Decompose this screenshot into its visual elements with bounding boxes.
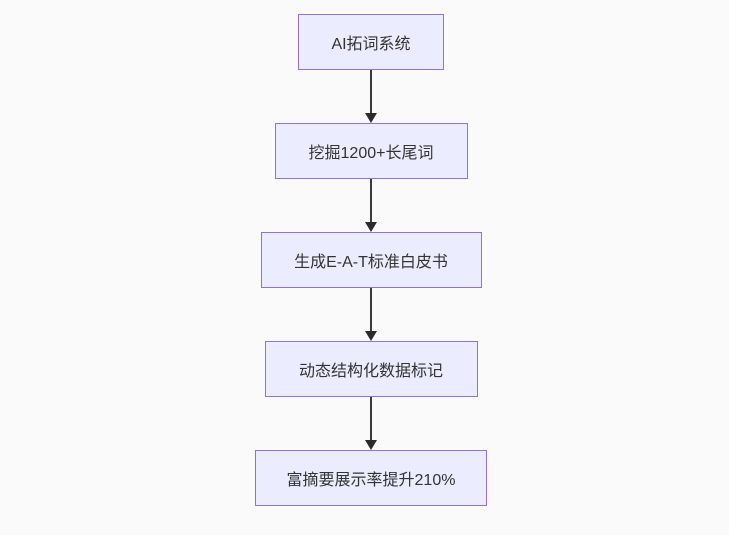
arrowhead-down-icon xyxy=(365,113,377,123)
flow-edge-3 xyxy=(365,288,377,341)
flow-edge-4 xyxy=(365,397,377,450)
flow-node-eat-whitepaper: 生成E-A-T标准白皮书 xyxy=(260,232,482,288)
flow-node-rich-snippet-result: 富摘要展示率提升210% xyxy=(255,450,487,506)
flow-edge-1 xyxy=(365,70,377,123)
flow-node-structured-data-markup: 动态结构化数据标记 xyxy=(264,341,478,397)
arrowhead-down-icon xyxy=(365,440,377,450)
arrowhead-down-icon xyxy=(365,222,377,232)
edge-line xyxy=(370,397,372,440)
arrowhead-down-icon xyxy=(365,331,377,341)
edge-line xyxy=(370,288,372,331)
flow-node-longtail-mining: 挖掘1200+长尾词 xyxy=(274,123,468,179)
flow-node-ai-keyword-system: AI拓词系统 xyxy=(298,14,444,70)
flow-edge-2 xyxy=(365,179,377,232)
edge-line xyxy=(370,179,372,222)
flowchart: AI拓词系统 挖掘1200+长尾词 生成E-A-T标准白皮书 动态结构化数据标记… xyxy=(255,14,487,506)
edge-line xyxy=(370,70,372,113)
